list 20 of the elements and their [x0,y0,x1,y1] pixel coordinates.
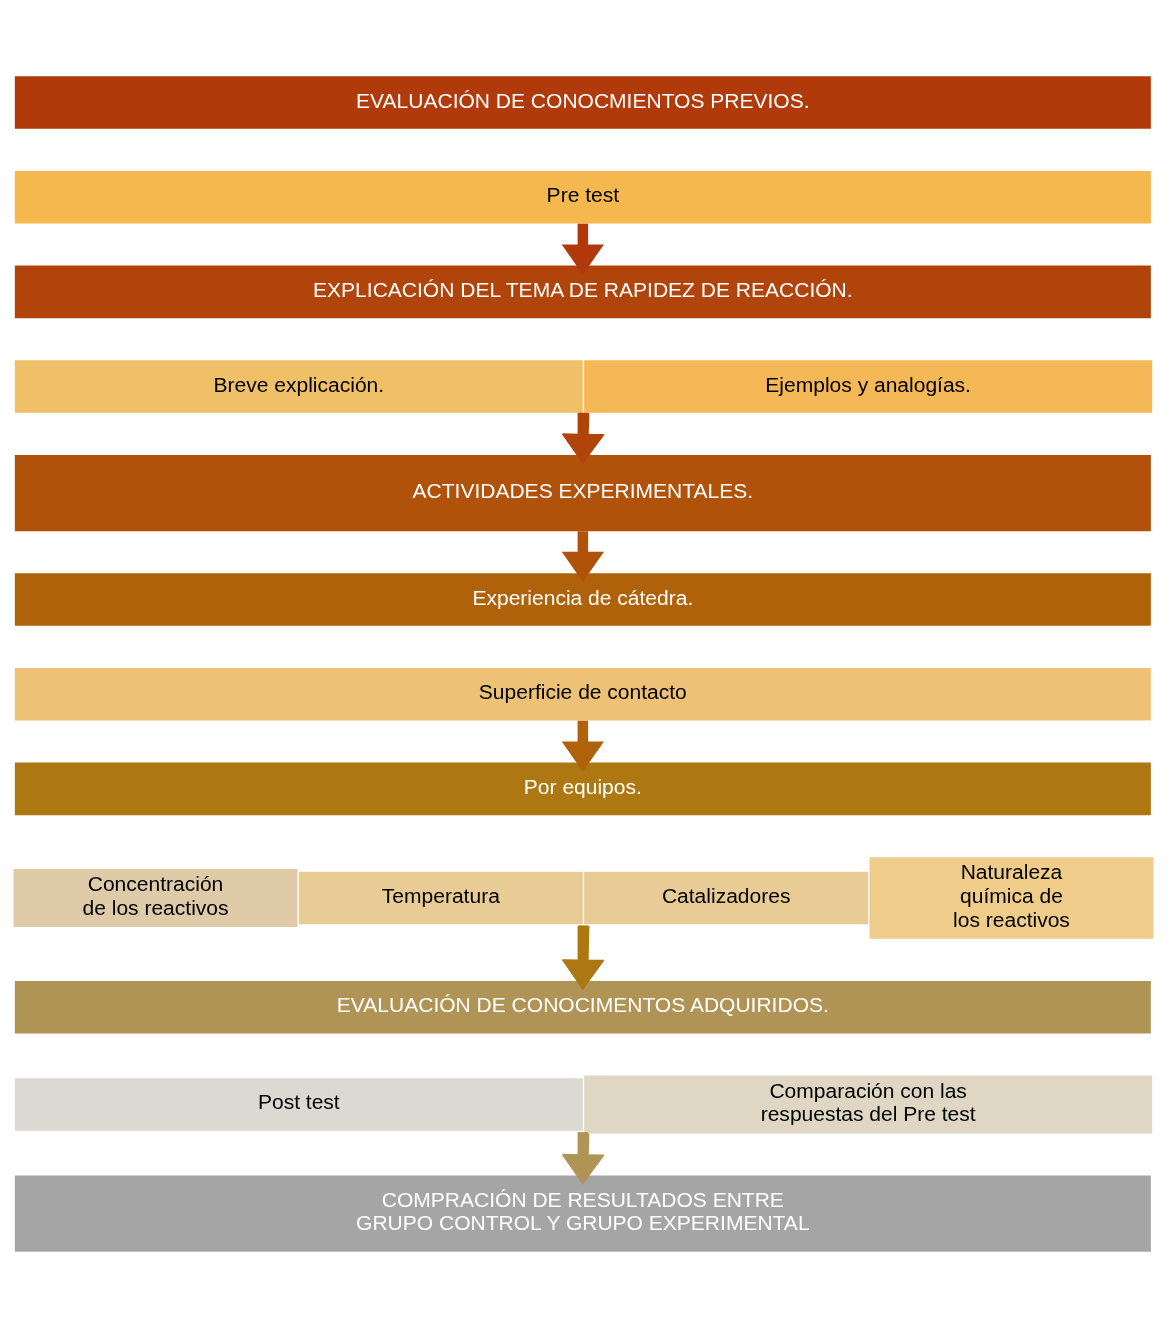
node-box: Por equipos. [14,762,1151,815]
node-box: ACTIVIDADES EXPERIMENTALES. [14,454,1151,531]
arrow [561,720,604,772]
node-box: Comparación con las respuestas del Pre test [584,1075,1153,1133]
arrow [561,530,604,582]
node-box: COMPRACIÓN DE RESULTADOS ENTRE GRUPO CONTROL Y GRUPO EXPERIMENTAL [14,1175,1151,1252]
node-box: Superficie de contacto [14,667,1151,721]
node-box: Pre test [14,170,1151,223]
node-box: EVALUACIÓN DE CONOCMIENTOS PREVIOS. [14,75,1151,129]
node-box: Experiencia de cátedra. [14,572,1151,626]
node-box: Naturaleza química de los reactivos [869,856,1154,939]
arrow [561,223,604,275]
node-box: Breve explicación. [14,359,583,413]
node-box: EVALUACIÓN DE CONOCIMENTOS ADQUIRIDOS. [14,980,1151,1033]
node-box: Catalizadores [584,871,869,924]
node-box: Concentración de los reactivos [13,868,298,927]
node-box: EXPLICACIÓN DEL TEMA DE RAPIDEZ DE REACCIÓN. [14,265,1151,318]
node-box: Post test [14,1077,583,1131]
node-box: Temperatura [298,871,583,924]
node-box: Ejemplos y analogías. [584,359,1153,413]
